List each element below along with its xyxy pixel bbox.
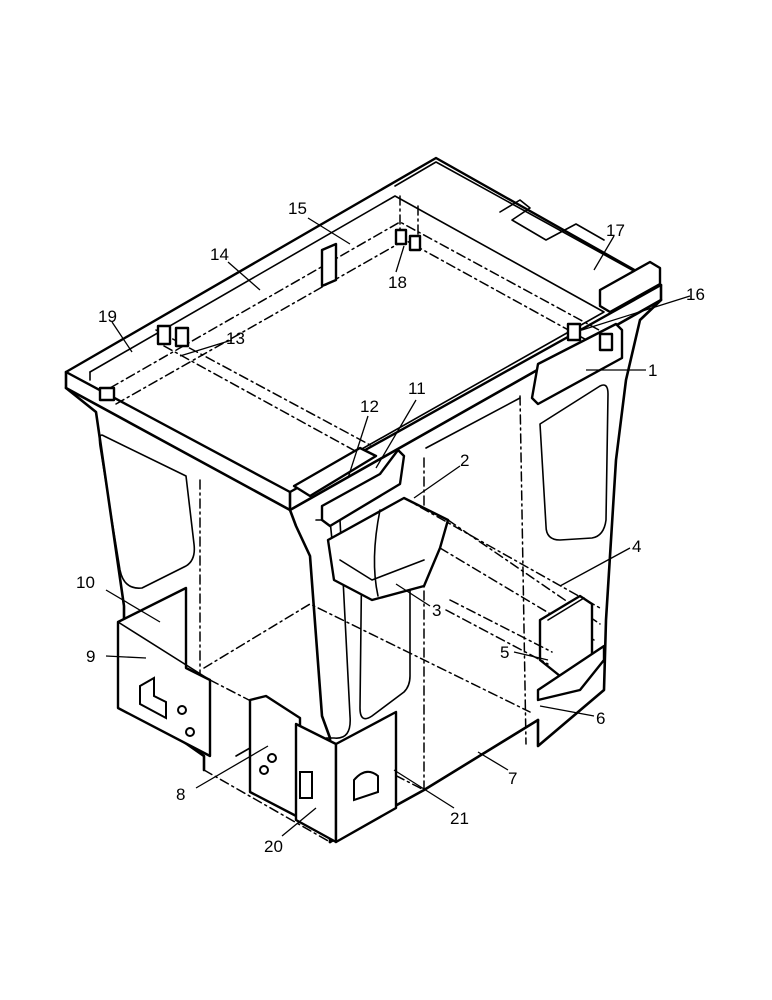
callout-12: 12 [360, 397, 379, 416]
rear-step-box [235, 694, 398, 844]
callout-16: 16 [686, 285, 705, 304]
roof-subparts [98, 228, 662, 528]
callout-7: 7 [508, 769, 517, 788]
callout-4: 4 [632, 537, 641, 556]
callout-leaders [105, 217, 691, 837]
callout-14: 14 [210, 245, 229, 264]
callout-19: 19 [98, 307, 117, 326]
callout-20: 20 [264, 837, 283, 856]
callout-15: 15 [288, 199, 307, 218]
callout-18: 18 [388, 273, 407, 292]
callout-21: 21 [450, 809, 469, 828]
callout-8: 8 [176, 785, 185, 804]
callout-labels: 1 2 3 4 5 6 7 8 9 10 11 12 13 14 15 16 1… [76, 199, 705, 856]
side-shelf [445, 594, 606, 702]
callout-3: 3 [432, 601, 441, 620]
callout-1: 1 [648, 361, 657, 380]
roof-panel [64, 156, 663, 512]
callout-6: 6 [596, 709, 605, 728]
callout-9: 9 [86, 647, 95, 666]
callout-2: 2 [460, 451, 469, 470]
callout-13: 13 [226, 329, 245, 348]
cab-right-frame [325, 298, 663, 791]
callout-5: 5 [500, 643, 509, 662]
callout-11: 11 [408, 379, 426, 398]
left-step-box [116, 586, 212, 758]
callout-10: 10 [76, 573, 95, 592]
callout-17: 17 [606, 221, 625, 240]
